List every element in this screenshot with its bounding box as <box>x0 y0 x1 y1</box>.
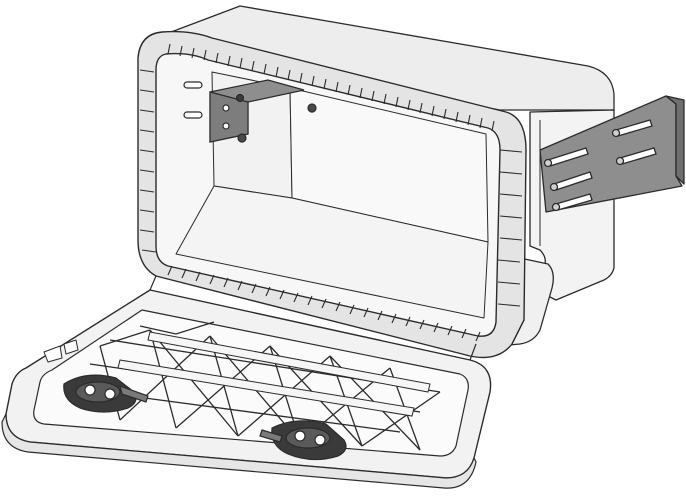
inner-floor <box>175 185 489 319</box>
rim-ribs-bottom <box>167 265 481 342</box>
lid-edge <box>1 413 477 489</box>
bracket-flange <box>665 95 685 185</box>
hinge-line <box>149 275 477 361</box>
mounting-bracket <box>539 95 685 213</box>
hinge-slots <box>183 81 203 119</box>
rim-ribs-left <box>139 69 157 253</box>
inner-mounting-plate <box>209 79 317 143</box>
latch-right <box>259 420 347 461</box>
rim-ribs-right <box>497 149 523 307</box>
rim-ribs-top <box>167 43 495 132</box>
bracket-bolts <box>543 119 657 212</box>
latch-left <box>63 374 149 413</box>
box-top-surface <box>149 5 615 111</box>
lid-slats <box>117 331 431 417</box>
